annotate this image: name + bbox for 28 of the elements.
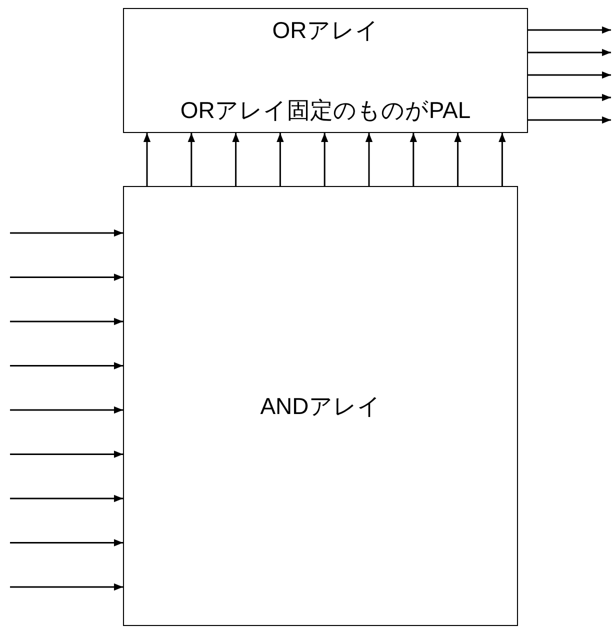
array-block [123, 186, 518, 626]
arrow [10, 450, 123, 458]
arrow [454, 133, 462, 186]
arrow [10, 494, 123, 502]
arrow [10, 539, 123, 546]
arrow [188, 133, 195, 186]
arrow [10, 406, 123, 414]
arrow [10, 583, 123, 591]
block-note: ORアレイ固定のものがPAL [180, 96, 471, 125]
array-block [123, 8, 528, 133]
arrow [365, 133, 373, 186]
arrow [528, 48, 611, 56]
arrow [528, 94, 611, 102]
arrow [10, 229, 123, 237]
arrow [498, 133, 506, 186]
arrow [528, 116, 611, 124]
arrow [10, 274, 123, 281]
block-title: ANDアレイ [260, 392, 381, 420]
arrow [232, 133, 240, 186]
arrow [410, 133, 417, 186]
block-title: ORアレイ [272, 16, 379, 45]
arrow [143, 133, 151, 186]
arrow [528, 71, 611, 79]
arrow [321, 133, 328, 186]
arrow [10, 318, 123, 326]
arrow [276, 133, 284, 186]
arrow [528, 26, 611, 34]
arrow [10, 362, 123, 370]
